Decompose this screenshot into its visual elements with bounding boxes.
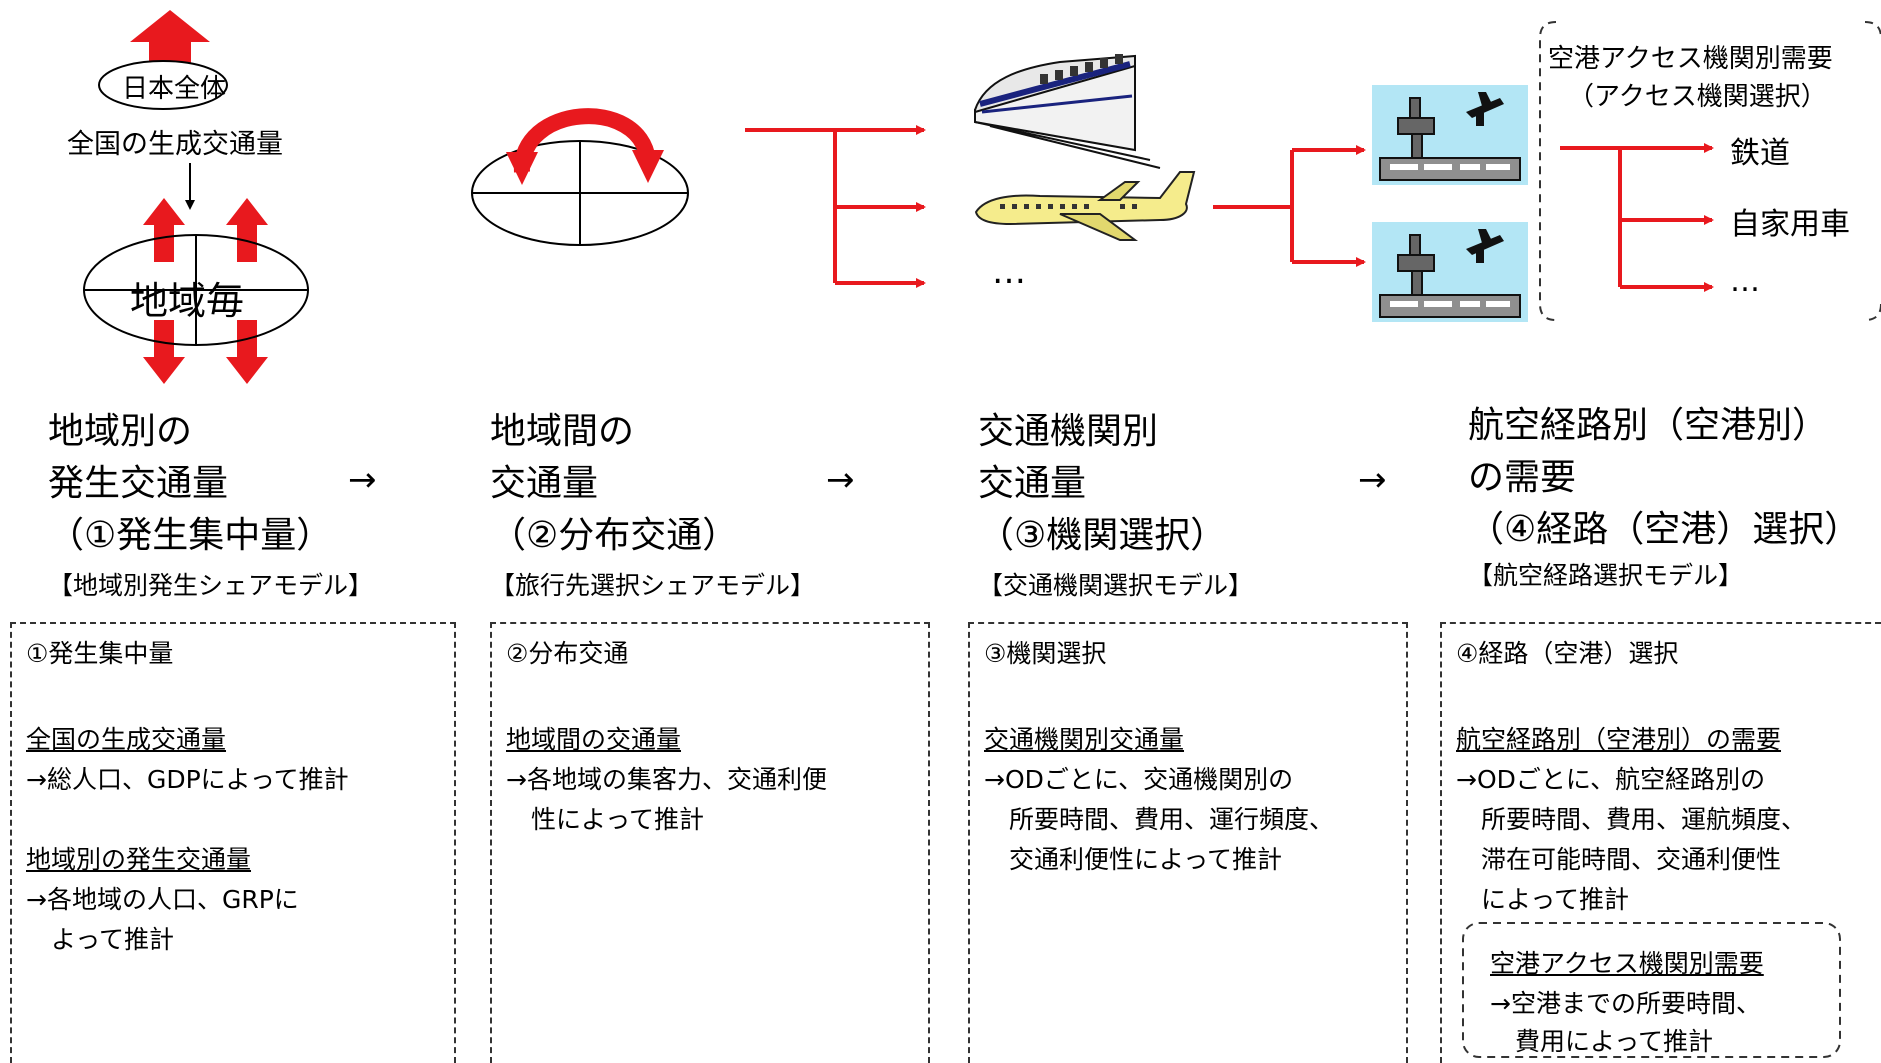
desc-box-1: ①発生集中量 全国の生成交通量 →総人口、GDPによって推計 地域別の発生交通量… (10, 622, 456, 1063)
stage-title-4: 航空経路別（空港別）の需要（④経路（空港）選択） (1468, 405, 1861, 550)
section-line: 所要時間、費用、運行頻度、 (984, 805, 1335, 834)
region-label: 地域毎 (130, 279, 245, 323)
desc-box-2: ②分布交通 地域間の交通量 →各地域の集客力、交通利便 性によって推計 (490, 622, 930, 1063)
access-mode-other: … (1730, 264, 1760, 299)
section-line: によって推計 (1456, 885, 1630, 914)
stage-title-3: 交通機関別交通量（③機関選択） (978, 411, 1227, 556)
stage-model-3: 【交通機関選択モデル】 (978, 571, 1254, 600)
airport-icon (1372, 85, 1528, 185)
stage-title-2: 地域間の交通量（②分布交通） (490, 411, 739, 556)
access-subtitle: （アクセス機関選択） (1568, 82, 1827, 112)
box-heading: ①発生集中量 (26, 639, 174, 668)
access-connector (1560, 143, 1714, 292)
access-mode-car: 自家用車 (1730, 207, 1850, 242)
airplane-icon (974, 171, 1196, 241)
nation-ellipse (98, 60, 228, 110)
route-connector (1213, 145, 1366, 267)
box-heading: ②分布交通 (506, 639, 629, 668)
section-line: →各地域の人口、GRPに (26, 885, 299, 914)
flow-arrow-1: → (348, 460, 377, 500)
section-line: →ODごとに、航空経路別の (1456, 765, 1766, 794)
curved-arrow-icon (506, 108, 664, 185)
access-mode-rail: 鉄道 (1730, 136, 1790, 171)
desc-box-4: ④経路（空港）選択 航空経路別（空港別）の需要 →ODごとに、航空経路別の 所要… (1440, 622, 1881, 1063)
access-title: 空港アクセス機関別需要 (1548, 44, 1833, 74)
stage-model-2: 【旅行先選択シェアモデル】 (490, 571, 816, 600)
section-line: 性によって推計 (506, 805, 705, 834)
box-heading: ③機関選択 (984, 639, 1107, 668)
section-line: 交通利便性によって推計 (984, 845, 1283, 874)
inner-box-line: →空港までの所要時間、 (1490, 989, 1761, 1018)
access-inner-box (1462, 922, 1841, 1058)
train-icon (974, 54, 1161, 169)
airport-icon (1372, 222, 1528, 322)
section-title: 交通機関別交通量 (984, 725, 1185, 754)
section-line: 所要時間、費用、運航頻度、 (1456, 805, 1807, 834)
section-line: →各地域の集客力、交通利便 (506, 765, 827, 794)
access-bracket (1539, 21, 1557, 321)
section-title: 地域間の交通量 (506, 725, 682, 754)
stage-model-4: 【航空経路選択モデル】 (1468, 561, 1744, 590)
section-title: 全国の生成交通量 (26, 725, 227, 754)
nation-label: 日本全体 (122, 74, 227, 104)
up-arrow-icon (130, 10, 210, 63)
national-generated-label: 全国の生成交通量 (67, 129, 283, 160)
stage-model-1: 【地域別発生シェアモデル】 (48, 571, 374, 600)
section-line: →総人口、GDPによって推計 (26, 765, 349, 794)
box-heading: ④経路（空港）選択 (1456, 639, 1679, 668)
section-title: 航空経路別（空港別）の需要 (1456, 725, 1782, 754)
inner-box-line: 費用によって推計 (1490, 1027, 1714, 1056)
mode-ellipsis: … (992, 252, 1026, 292)
section-line: →ODごとに、交通機関別の (984, 765, 1294, 794)
flow-arrow-3: → (1358, 460, 1387, 500)
section-line: 滞在可能時間、交通利便性 (1456, 845, 1782, 874)
flow-arrow-2: → (826, 460, 855, 500)
inner-box-title: 空港アクセス機関別需要 (1490, 949, 1764, 978)
mode-connector (745, 125, 926, 288)
region-arrows (143, 198, 268, 384)
section-line: よって推計 (26, 925, 175, 954)
desc-box-3: ③機関選択 交通機関別交通量 →ODごとに、交通機関別の 所要時間、費用、運行頻… (968, 622, 1408, 1063)
section-title: 地域別の発生交通量 (26, 845, 252, 874)
stage-title-1: 地域別の発生交通量（①発生集中量） (48, 411, 333, 556)
